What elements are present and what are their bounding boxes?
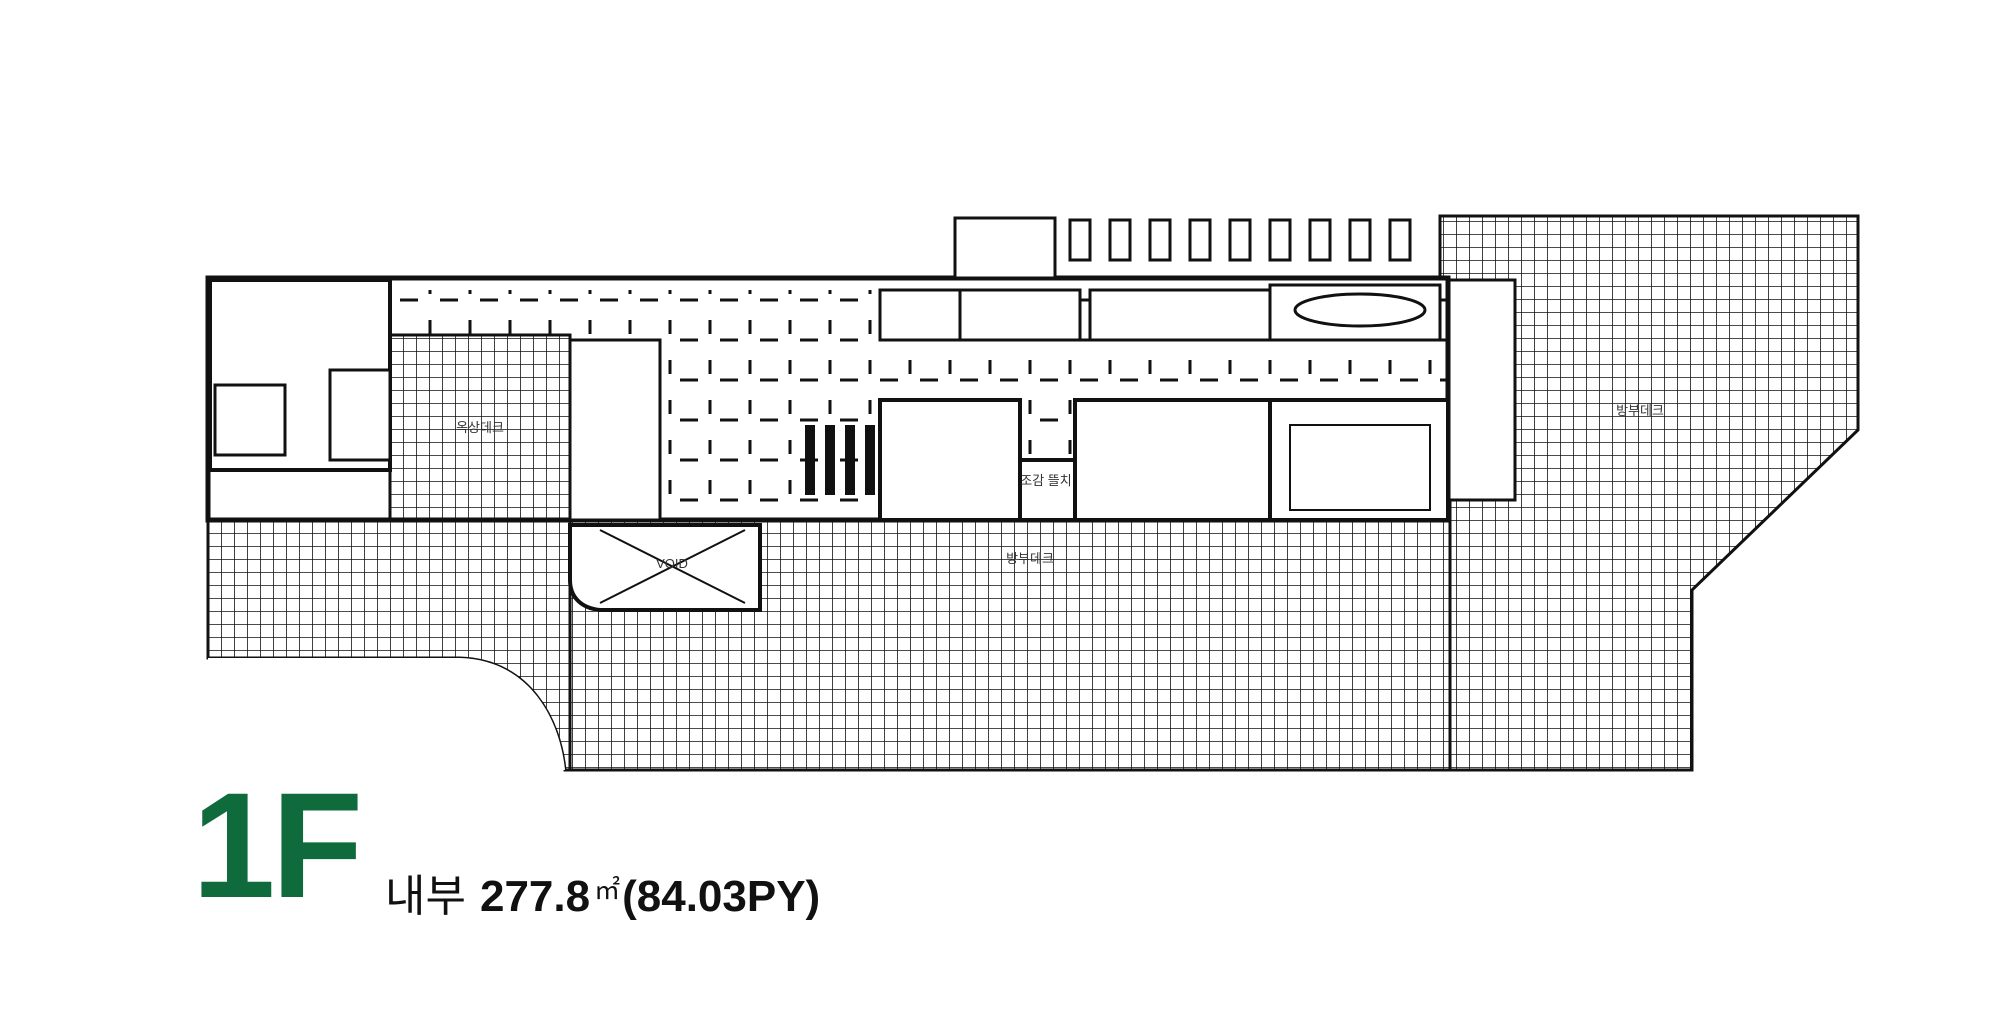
stair-label: 조감 뜰치 — [1020, 473, 1071, 488]
deck-left-label: 옥상데크 — [456, 420, 504, 435]
deck-small-label: 방부데크 — [1006, 551, 1054, 566]
deck-right-label: 방부데크 — [1616, 403, 1664, 418]
floor-label: 1F — [192, 761, 363, 929]
area-unit: ㎡ — [594, 875, 621, 905]
area-label: 내부 — [385, 872, 466, 921]
void-area: VOID — [568, 523, 762, 612]
area-value: 277.8 — [479, 872, 591, 921]
building-footprint — [205, 216, 1451, 523]
void-label: VOID — [656, 556, 688, 571]
area-py: (84.03PY) — [622, 872, 821, 921]
